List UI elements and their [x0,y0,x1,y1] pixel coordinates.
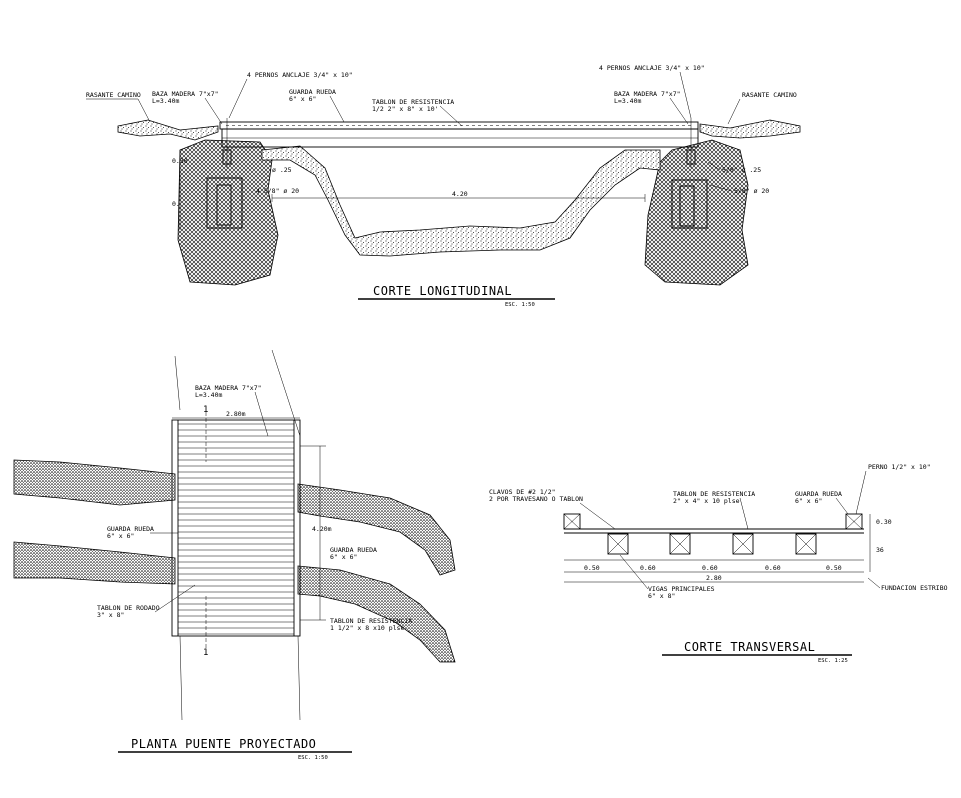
river-bank-bottom [13,541,176,585]
svg-text:GUARDA RUEDA: GUARDA RUEDA [330,546,377,554]
main-beam-cross [607,533,629,555]
svg-text:VIGAS PRINCIPALES: VIGAS PRINCIPALES [648,585,715,593]
svg-text:4.20m: 4.20m [312,525,332,533]
spacing-label: 0.60 [765,564,781,572]
corte-transversal: 0.50 0.60 0.60 0.60 0.50 2.80 0.30 36 PERNO … [489,463,948,664]
svg-text:BAZA MADERA 7"x7": BAZA MADERA 7"x7" [152,90,219,98]
svg-text:ESC. 1:50: ESC. 1:50 [298,755,328,761]
spacing-label: 0.50 [584,564,600,572]
title-planta: PLANTA PUENTE PROYECTADO [131,737,316,751]
svg-text:FUNDACION ESTRIBO: FUNDACION ESTRIBO [881,584,948,592]
svg-text:L=3.40m: L=3.40m [614,97,641,105]
svg-text:GUARDA RUEDA: GUARDA RUEDA [795,490,842,498]
planta-puente: 1 1 2.80m 4.20m BAZA MADERA 7"x7" L=3.40… [13,349,456,761]
svg-text:6" x 6": 6" x 6" [795,497,822,505]
svg-text:6" x 6": 6" x 6" [330,553,357,561]
svg-text:2" x 4" x 10 plse: 2" x 4" x 10 plse [673,497,740,505]
corte-longitudinal: 4.20 0.30 0. RASANTE CAMINO BAZA MADERA … [86,64,801,308]
spacing-label: 0.60 [640,564,656,572]
svg-text:CLAVOS DE #2 1/2": CLAVOS DE #2 1/2" [489,488,556,496]
guard-rail-right [845,513,863,530]
footing-left [206,177,243,229]
main-beam-cross [732,533,754,555]
main-beam [669,533,691,555]
svg-text:6" x 6": 6" x 6" [107,532,134,540]
deck-planks [178,423,294,635]
title-corte-longitudinal: CORTE LONGITUDINAL [373,284,512,298]
svg-text:1/2 2" x 8" x 10': 1/2 2" x 8" x 10' [372,105,439,113]
svg-text:0.30: 0.30 [172,157,188,165]
svg-text:BAZA MADERA 7"x7": BAZA MADERA 7"x7" [195,384,262,392]
spacing-labels: 0.50 0.60 0.60 0.60 0.50 [584,564,842,572]
svg-text:2 POR TRAVESANO O TABLON: 2 POR TRAVESANO O TABLON [489,495,583,503]
svg-text:6" x 6": 6" x 6" [289,95,316,103]
svg-text:TABLON DE RESISTENCIA: TABLON DE RESISTENCIA [372,98,454,106]
main-beam-cross [669,533,691,555]
main-beam [607,533,629,555]
svg-text:4 5/8" ø 20: 4 5/8" ø 20 [256,187,299,195]
svg-text:L=3.40m: L=3.40m [195,391,222,399]
span-label: 4.20 [452,190,468,198]
svg-text:BAZA MADERA 7"x7": BAZA MADERA 7"x7" [614,90,681,98]
ground-right [699,119,801,139]
svg-text:L=3.40m: L=3.40m [152,97,179,105]
svg-text:4 PERNOS ANCLAJE 3/4" x 10": 4 PERNOS ANCLAJE 3/4" x 10" [247,71,353,79]
svg-text:ESC. 1:50: ESC. 1:50 [505,302,535,308]
svg-text:RASANTE CAMINO: RASANTE CAMINO [86,91,141,99]
svg-text:6" x 8": 6" x 8" [648,592,675,600]
svg-text:1 1/2" x 8 x10 plse: 1 1/2" x 8 x10 plse [330,624,404,632]
svg-text:GUARDA RUEDA: GUARDA RUEDA [107,525,154,533]
svg-text:1: 1 [203,648,208,658]
svg-text:ESC. 1:25: ESC. 1:25 [818,658,848,664]
main-beam [795,533,817,555]
svg-text:TABLON DE RESISTENCIA: TABLON DE RESISTENCIA [330,617,412,625]
svg-text:36: 36 [876,546,884,554]
footing-right [671,179,708,229]
svg-text:0.30: 0.30 [876,518,892,526]
main-beam-cross [795,533,817,555]
svg-text:3" x 8": 3" x 8" [97,611,124,619]
abutment-left [177,139,279,286]
svg-text:5/8" ø .25: 5/8" ø .25 [722,166,761,174]
title-corte-transversal: CORTE TRANSVERSAL [684,640,815,654]
svg-text:5/8" ø 20: 5/8" ø 20 [734,187,769,195]
deck-plan [171,419,301,637]
svg-text:1: 1 [203,405,208,415]
river-bank-top [13,459,176,506]
svg-text:ø .25: ø .25 [272,166,292,174]
svg-text:TABLON DE RESISTENCIA: TABLON DE RESISTENCIA [673,490,755,498]
svg-text:4 PERNOS ANCLAJE 3/4" x 10": 4 PERNOS ANCLAJE 3/4" x 10" [599,64,705,72]
svg-text:2.80m: 2.80m [226,410,246,418]
svg-text:PERNO 1/2" x 10": PERNO 1/2" x 10" [868,463,931,471]
main-beam [732,533,754,555]
svg-text:RASANTE CAMINO: RASANTE CAMINO [742,91,797,99]
guard-rail-left [563,513,581,530]
main-beams [607,533,817,555]
spacing-label: 0.60 [702,564,718,572]
svg-text:2.80: 2.80 [706,574,722,582]
abutment-right [644,139,749,286]
svg-text:GUARDA RUEDA: GUARDA RUEDA [289,88,336,96]
svg-text:0.: 0. [172,200,180,208]
river-channel [261,145,661,257]
ground-left [117,119,219,141]
spacing-label: 0.50 [826,564,842,572]
svg-text:TABLON DE RODADO: TABLON DE RODADO [97,604,160,612]
